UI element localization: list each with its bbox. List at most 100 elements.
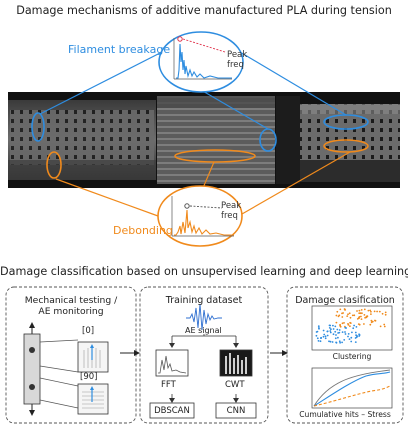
cluster-dot <box>317 340 320 342</box>
top-title: Damage mechanisms of additive manufactur… <box>16 4 392 17</box>
cluster-dot <box>354 341 357 343</box>
cwt-box <box>219 349 253 377</box>
cluster-dot <box>381 312 384 315</box>
bottom-title: Damage classification based on unsupervi… <box>0 265 408 278</box>
cluster-dot <box>338 329 341 331</box>
cluster-dot <box>367 309 370 312</box>
cluster-dot <box>358 323 361 326</box>
cnn-box <box>215 402 257 419</box>
cluster-dot <box>349 321 351 324</box>
cluster-dot <box>369 309 372 312</box>
cluster-dot <box>369 323 372 326</box>
clustering-plot <box>311 305 393 351</box>
cluster-dot <box>315 334 318 337</box>
cluster-dot <box>344 331 346 333</box>
cluster-dot <box>331 341 334 343</box>
debond-peak-label: Peak freq <box>221 201 241 221</box>
ae-signal-label: AE signal <box>185 326 222 335</box>
panel-classification-title: Damage clasification <box>295 295 395 306</box>
cluster-dot <box>337 332 339 334</box>
cumulative-blue-curve <box>313 371 391 407</box>
cluster-dot <box>336 328 339 331</box>
cluster-dot <box>341 331 344 333</box>
cluster-dot <box>334 325 337 328</box>
cluster-dot <box>363 308 366 311</box>
ae-sensor-bottom <box>29 384 35 390</box>
stress-curve <box>313 369 391 407</box>
fft-box <box>155 349 189 377</box>
debond-peak-marker <box>184 203 190 209</box>
cluster-dot <box>379 325 382 328</box>
mechanical-title-line2: AE monitoring <box>38 306 104 317</box>
cluster-dot <box>326 330 329 333</box>
cluster-dot <box>358 312 361 315</box>
cluster-dot <box>339 308 342 311</box>
cluster-dot <box>343 322 345 324</box>
cluster-dot <box>336 310 339 313</box>
cluster-dot <box>334 337 337 340</box>
cluster-dot <box>384 311 387 314</box>
cluster-dot <box>317 325 320 328</box>
cluster-dot <box>318 327 320 330</box>
cluster-dot <box>349 316 352 319</box>
cluster-dot <box>354 337 357 339</box>
filament-peak-label: Peak freq <box>227 50 247 70</box>
cluster-dot <box>358 333 360 336</box>
cluster-dot <box>338 340 341 343</box>
mechanical-title-line1: Mechanical testing / <box>24 295 118 306</box>
cluster-dot <box>359 312 362 315</box>
cluster-dot <box>376 310 378 313</box>
cluster-dot <box>329 331 332 334</box>
cluster-dot <box>350 340 353 343</box>
cluster-dot <box>358 316 361 318</box>
cluster-dot <box>361 312 363 315</box>
cluster-dot <box>383 323 386 326</box>
cluster-dot <box>329 324 332 327</box>
cluster-dot <box>365 316 368 319</box>
cluster-dot <box>341 316 344 318</box>
cluster-dot <box>335 321 338 324</box>
cluster-dot <box>328 327 331 329</box>
cluster-dot <box>339 341 341 344</box>
damage-mechanism-figure <box>8 31 400 247</box>
cluster-dot <box>353 314 356 317</box>
cluster-dot <box>324 335 327 338</box>
cluster-dot <box>351 331 353 334</box>
cluster-dot <box>384 313 387 316</box>
cluster-dot <box>356 335 359 337</box>
cluster-dot <box>360 309 363 311</box>
cluster-dots <box>315 308 387 344</box>
cluster-dot <box>370 313 372 315</box>
orientation-0-label: [0] <box>82 326 95 336</box>
cluster-dot <box>326 334 329 337</box>
cluster-dot <box>355 326 358 328</box>
debond-ellipse-middle <box>174 149 256 163</box>
cluster-dot <box>335 314 338 317</box>
cluster-dot <box>330 328 332 331</box>
test-specimen <box>23 333 41 405</box>
cluster-dot <box>373 310 376 313</box>
cluster-dot <box>320 336 322 339</box>
cluster-dot <box>346 315 349 317</box>
cluster-dot <box>319 340 322 343</box>
cluster-dot <box>332 333 335 336</box>
cumulative-plot <box>311 367 393 409</box>
cluster-dot <box>356 310 358 312</box>
cumulative-orange-curve <box>313 385 391 407</box>
cluster-dot <box>343 339 346 341</box>
panel-mechanical-title: Mechanical testing / AE monitoring <box>6 295 136 317</box>
cluster-dot <box>348 338 351 340</box>
cluster-dot <box>332 324 334 327</box>
dbscan-label: DBSCAN <box>154 406 190 416</box>
cluster-dot <box>335 341 338 344</box>
cluster-dot <box>363 314 366 316</box>
ae-signal-waveform <box>186 303 222 331</box>
filament-peak-marker <box>177 36 183 42</box>
fft-label: FFT <box>161 380 176 390</box>
cluster-dot <box>322 329 325 332</box>
debond-spectrum-bubble <box>157 185 243 247</box>
panel-training-title: Training dataset <box>165 295 243 306</box>
clustering-label: Clustering <box>332 352 372 361</box>
cluster-dot <box>374 319 376 322</box>
cluster-dot <box>332 328 335 330</box>
